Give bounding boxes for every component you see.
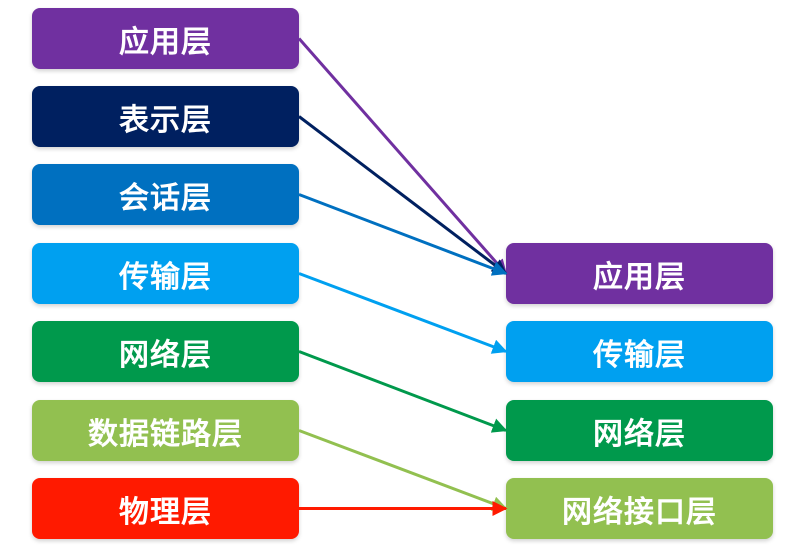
- arrow-presentation-to-tcpip: [298, 115, 508, 275]
- arrow-session-to-tcpip: [298, 193, 508, 276]
- osi-data-link-layer: 数据链路层: [32, 400, 299, 461]
- arrow-data-link-to-tcpip: [298, 429, 508, 511]
- arrow-transport-to-tcpip: [298, 272, 508, 354]
- osi-application-layer: 应用层: [32, 8, 299, 69]
- osi-session-layer: 会话层: [32, 164, 299, 225]
- tcpip-network-layer: 网络层: [506, 400, 773, 461]
- osi-physical-layer: 物理层: [32, 478, 299, 539]
- osi-transport-layer: 传输层: [32, 243, 299, 304]
- tcpip-application-layer: 应用层: [506, 243, 773, 304]
- tcpip-network-interface-layer: 网络接口层: [506, 478, 773, 539]
- tcpip-transport-layer: 传输层: [506, 321, 773, 382]
- osi-presentation-layer: 表示层: [32, 86, 299, 147]
- osi-network-layer: 网络层: [32, 321, 299, 382]
- arrow-network-to-tcpip: [298, 350, 508, 433]
- arrow-application-to-tcpip: [297, 37, 508, 275]
